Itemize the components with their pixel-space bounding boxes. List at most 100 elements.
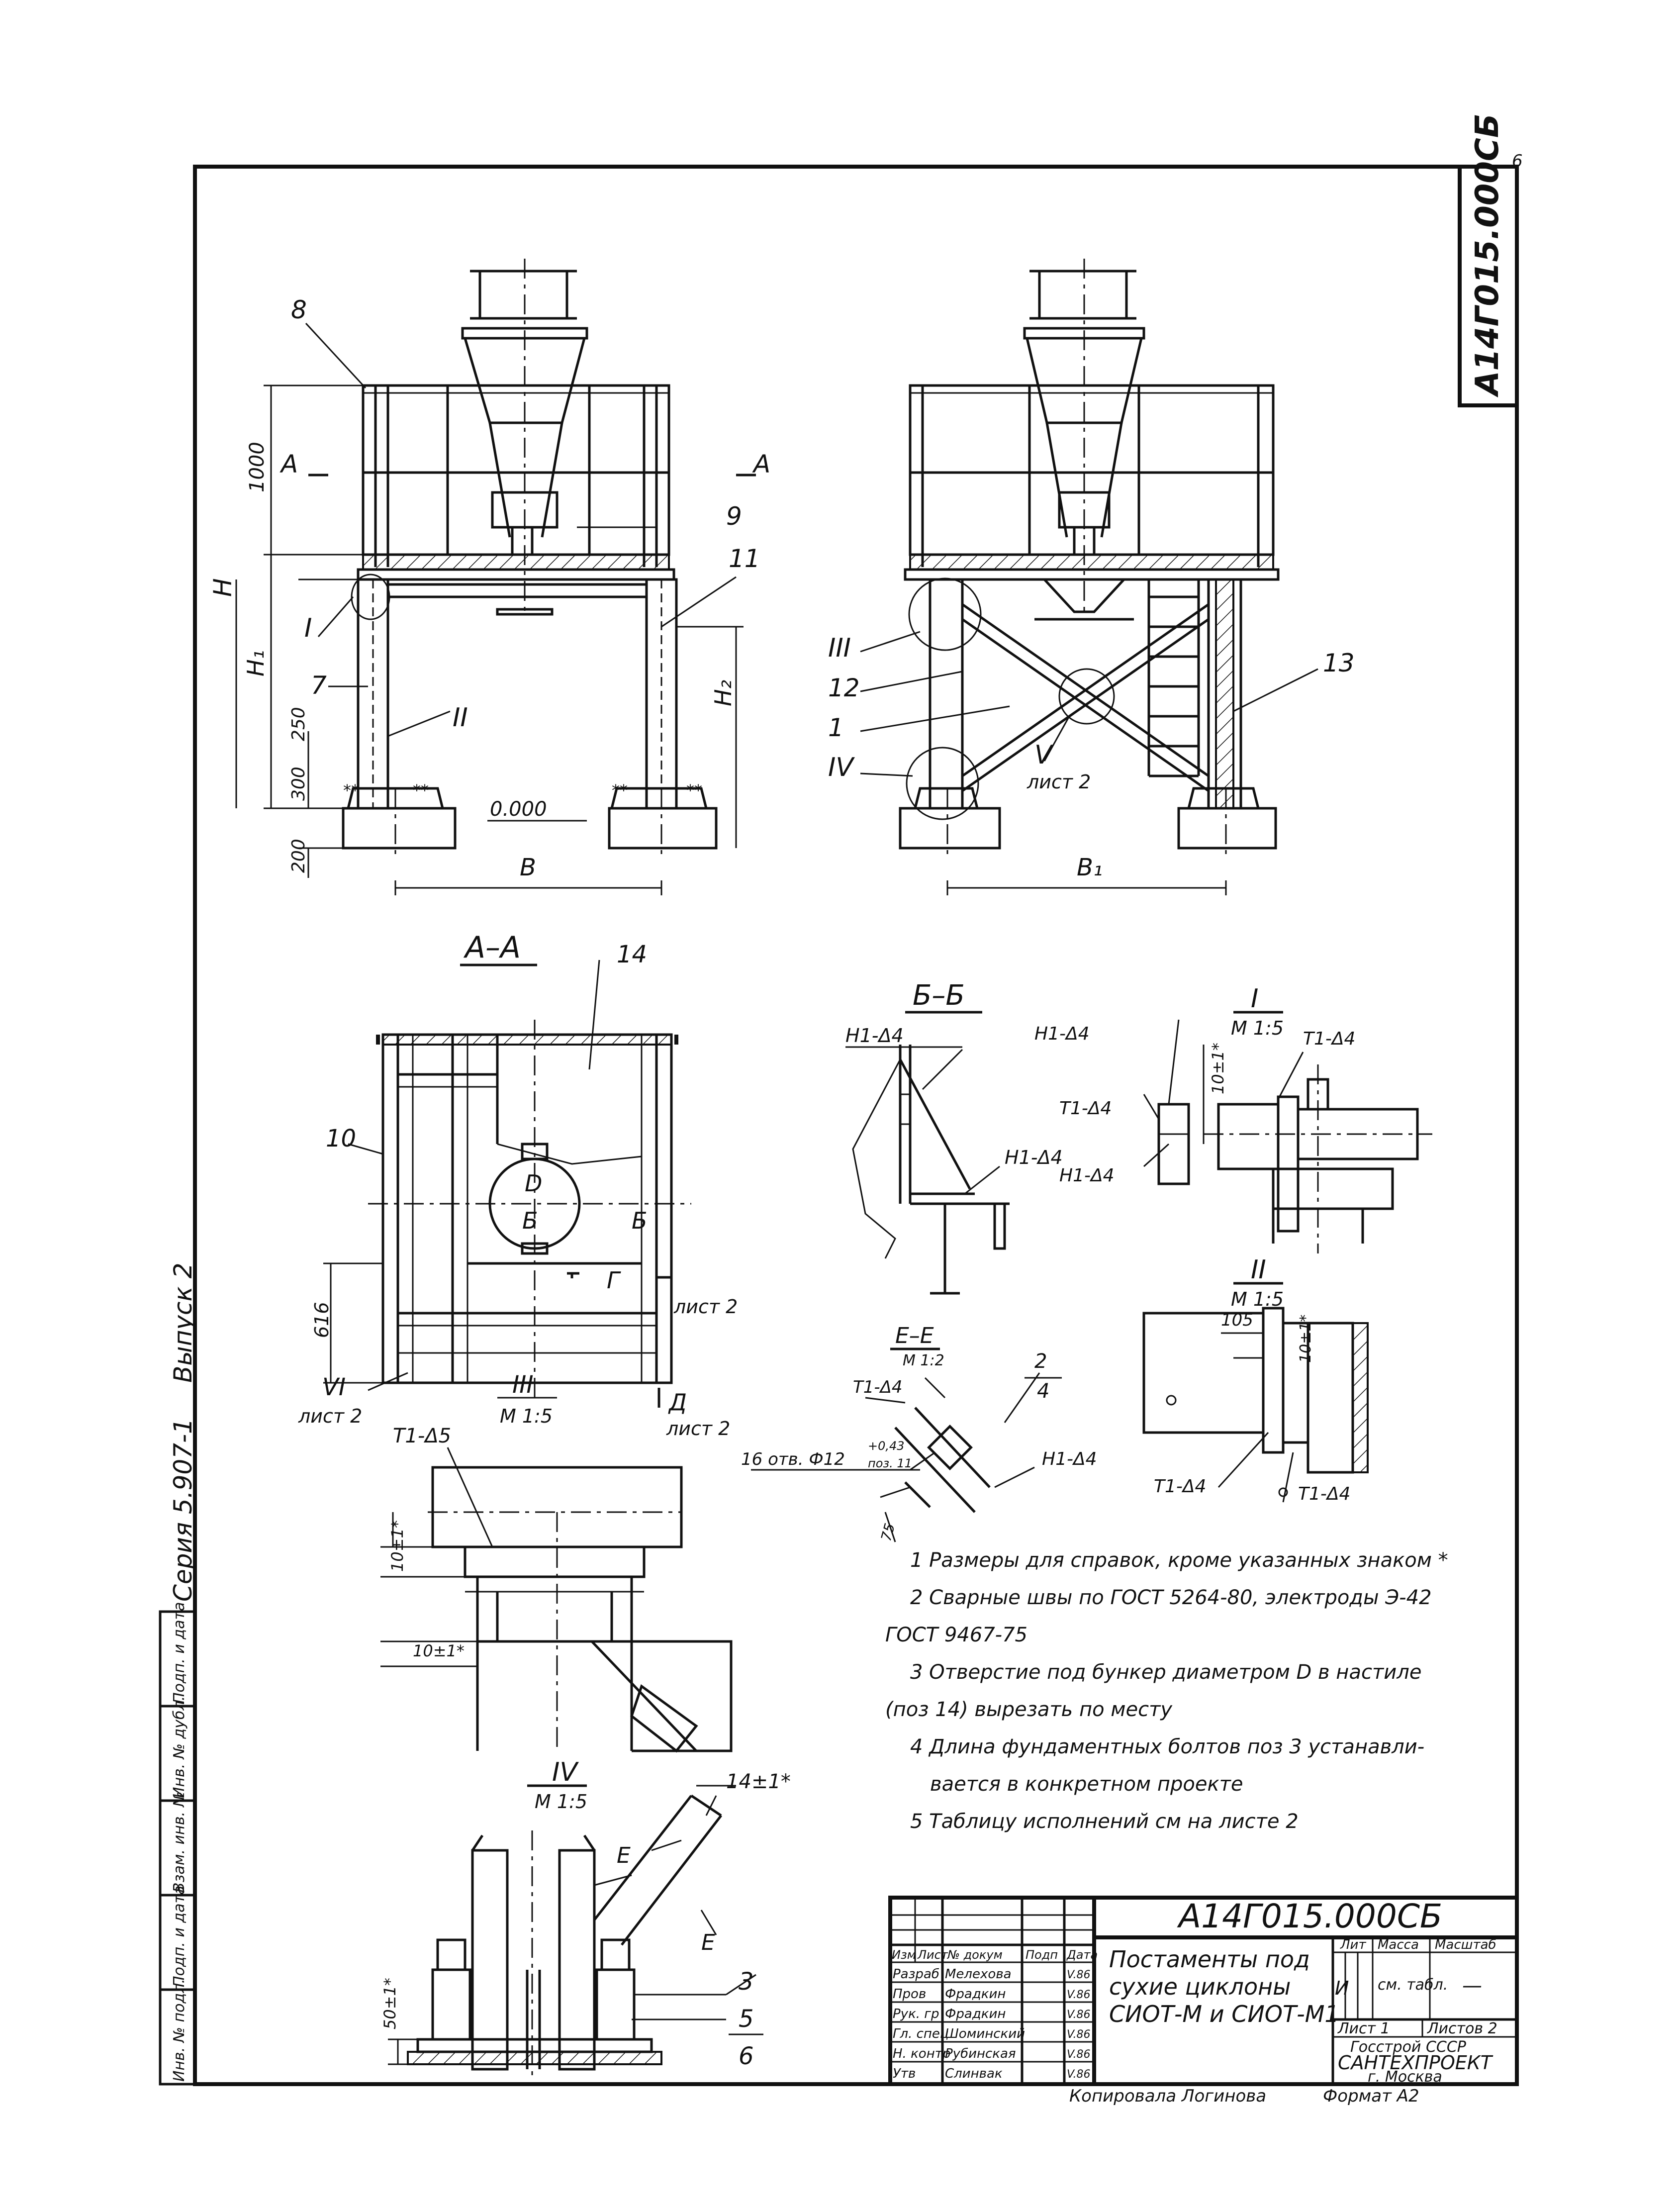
pos-7: 7 xyxy=(311,671,327,700)
detail-II-title: II xyxy=(1251,1255,1266,1285)
tb-mass-value: см. табл. xyxy=(1378,1976,1448,1994)
tb-date-6: V.86 xyxy=(1067,2068,1091,2081)
elevation-mark: 0.000 xyxy=(490,798,547,821)
pos-9: 9 xyxy=(726,502,742,531)
section-e-e: Е–Е М 1:2 Т1-Δ4 2 4 Н1-Δ4 16 отв. Ф12 +0… xyxy=(741,1323,1097,1543)
label-B: Б xyxy=(522,1207,538,1234)
tb-role-6: Утв xyxy=(893,2066,916,2081)
tb-date-3: V.86 xyxy=(1067,2009,1091,2021)
detail-IV-dim-10b: 10±1* xyxy=(413,1641,465,1660)
tb-col-date: Дата xyxy=(1066,1948,1098,1962)
bb-weld-1: Н1-Δ4 xyxy=(845,1025,904,1047)
detail-I-dim: 10±1* xyxy=(1209,1043,1227,1094)
tb-date-2: V.86 xyxy=(1067,1989,1091,2001)
tb-mass-label: Масса xyxy=(1378,1937,1419,1952)
ee-pos-4: 4 xyxy=(1037,1380,1049,1403)
detail-IV-title: IV xyxy=(552,1757,579,1787)
title-block: Изм Лист № докум Подп Дата Разраб Мелехо… xyxy=(888,1896,1519,2086)
detail-II-dim-105: 105 xyxy=(1221,1310,1253,1330)
note-2-cont: ГОСТ 9467-75 xyxy=(885,1624,1027,1646)
tb-name-5: Рубинская xyxy=(945,2046,1016,2061)
svg-text:**: ** xyxy=(413,781,429,800)
tb-role-5: Н. контр xyxy=(893,2046,950,2061)
dim-B1: В₁ xyxy=(1077,854,1103,881)
tb-name-line-3: СИОТ-М и СИОТ-М1 xyxy=(1109,2001,1339,2027)
tb-name-3: Фрадкин xyxy=(945,2007,1006,2021)
label-D-sheet: лист 2 xyxy=(666,1418,730,1439)
section-a-a: А–А 14 10 xyxy=(298,930,738,1439)
pos-14: 14 xyxy=(617,941,647,968)
detail-VI-sheet: лист 2 xyxy=(298,1405,362,1427)
dim-H2: Н₂ xyxy=(710,680,737,706)
bb-weld-2: Н1-Δ4 xyxy=(1005,1147,1063,1168)
series-label: Серия 5.907-1 xyxy=(169,1418,197,1602)
section-a-left: А xyxy=(280,450,298,479)
detail-IV-E2: Е xyxy=(701,1930,715,1955)
margin-cell-3: Взам. инв. № xyxy=(171,1791,188,1893)
detail-I-scale: М 1:5 xyxy=(1231,1017,1284,1039)
section-b-b: Б–Б Н1-Δ4 Н1-Δ4 xyxy=(845,979,1063,1295)
tb-col-sign: Подп xyxy=(1026,1948,1058,1962)
detail-IV-pos-6: 6 xyxy=(739,2042,754,2070)
ee-holes-pos: поз. 11 xyxy=(868,1456,912,1470)
tb-org-1: Госстрой СССР xyxy=(1350,2038,1467,2056)
issue-label: Выпуск 2 xyxy=(169,1263,197,1383)
tb-doc-code: А14Г015.000СБ xyxy=(1177,1897,1442,1935)
label-D-arrow: Д xyxy=(668,1389,687,1416)
tb-org-2: САНТЕХПРОЕКТ xyxy=(1338,2052,1493,2074)
detail-ref-V: V xyxy=(1034,740,1054,770)
ee-weld-t1: Т1-Δ4 xyxy=(853,1377,903,1397)
detail-III-scale: М 1:5 xyxy=(500,1405,553,1427)
detail-IV-dim-50: 50±1* xyxy=(380,1978,399,2029)
detail-ref-IV: IV xyxy=(828,753,855,782)
detail-I-weld-h: Н1-Δ4 xyxy=(1034,1024,1090,1044)
detail-ref-I: I xyxy=(304,613,312,643)
note-5: 5 Таблицу исполнений см на листе 2 xyxy=(910,1810,1299,1833)
top-doc-code: А14Г015.000СБ xyxy=(1469,113,1506,398)
notes: 1 Размеры для справок, кроме указанных з… xyxy=(885,1549,1448,1833)
detail-IV-pos-3: 3 xyxy=(739,1968,754,1996)
ee-holes-tol: +0,43 xyxy=(868,1439,905,1453)
tb-scale-label: Масштаб xyxy=(1435,1937,1496,1952)
sheet-frame xyxy=(193,165,1519,2086)
detail-IV-weld: Т1-Δ5 xyxy=(393,1425,451,1447)
pos-10: 10 xyxy=(326,1125,356,1152)
section-bb-title: Б–Б xyxy=(913,979,965,1012)
detail-I-weld-t1: Т1-Δ4 xyxy=(1059,1098,1112,1119)
tb-name-line-1: Постаменты под xyxy=(1109,1946,1310,1973)
pos-11: 11 xyxy=(729,544,760,573)
tb-name-2: Фрадкин xyxy=(945,1987,1006,2002)
detail-ref-II: II xyxy=(453,703,468,733)
tb-col-list: Лист xyxy=(917,1948,948,1962)
note-2: 2 Сварные швы по ГОСТ 5264-80, электроды… xyxy=(910,1586,1432,1609)
detail-I-title: I xyxy=(1251,984,1258,1014)
section-a-right: А xyxy=(752,450,770,479)
detail-II-dim-10: 10±1* xyxy=(1297,1315,1314,1363)
front-view: ** ** ** ** xyxy=(208,259,770,895)
dim-616: 616 xyxy=(311,1302,333,1338)
detail-II: II М 1:5 105 10±1* Т1-Δ4 Т1-Δ4 xyxy=(1142,1255,1369,1504)
note-4: 4 Длина фундаментных болтов поз 3 устана… xyxy=(910,1735,1424,1758)
detail-IV-E1: Е xyxy=(617,1843,631,1868)
detail-II-weld-t1: Т1-Δ4 xyxy=(1154,1476,1206,1497)
svg-text:**: ** xyxy=(686,781,702,800)
tb-date-4: V.86 xyxy=(1067,2028,1091,2041)
detail-I: I М 1:5 Н1-Δ4 Т1-Δ4 Т1-Δ4 Н1-Δ4 10±1* xyxy=(1034,984,1432,1253)
tb-name-line-2: сухие циклоны xyxy=(1109,1973,1291,2000)
pos-1: 1 xyxy=(828,713,844,742)
detail-II-weld-t1b: Т1-Δ4 xyxy=(1298,1484,1350,1504)
detail-I-weld-h2: Н1-Δ4 xyxy=(1059,1165,1115,1186)
dim-B: В xyxy=(520,854,536,881)
tb-name-4: Шоминский xyxy=(945,2026,1025,2041)
label-D: D xyxy=(525,1170,542,1197)
section-ee-scale: М 1:2 xyxy=(903,1352,944,1369)
detail-V-sheet: лист 2 xyxy=(1027,771,1091,793)
note-4-cont: вается в конкретном проекте xyxy=(930,1773,1243,1796)
margin-cell-2: Подп. и дата xyxy=(171,1886,188,1987)
margin-cell-1: Инв. № подл. xyxy=(171,1979,188,2082)
tb-role-1: Разраб xyxy=(893,1967,939,1982)
detail-IV: Т1-Δ5 10±1* 10±1* IV М 1:5 xyxy=(380,1425,791,2079)
side-view: III 12 1 IV 13 V лист 2 В₁ xyxy=(828,259,1355,895)
detail-IV-dim-14: 14±1* xyxy=(726,1770,791,1793)
detail-ref-III: III xyxy=(828,633,851,663)
